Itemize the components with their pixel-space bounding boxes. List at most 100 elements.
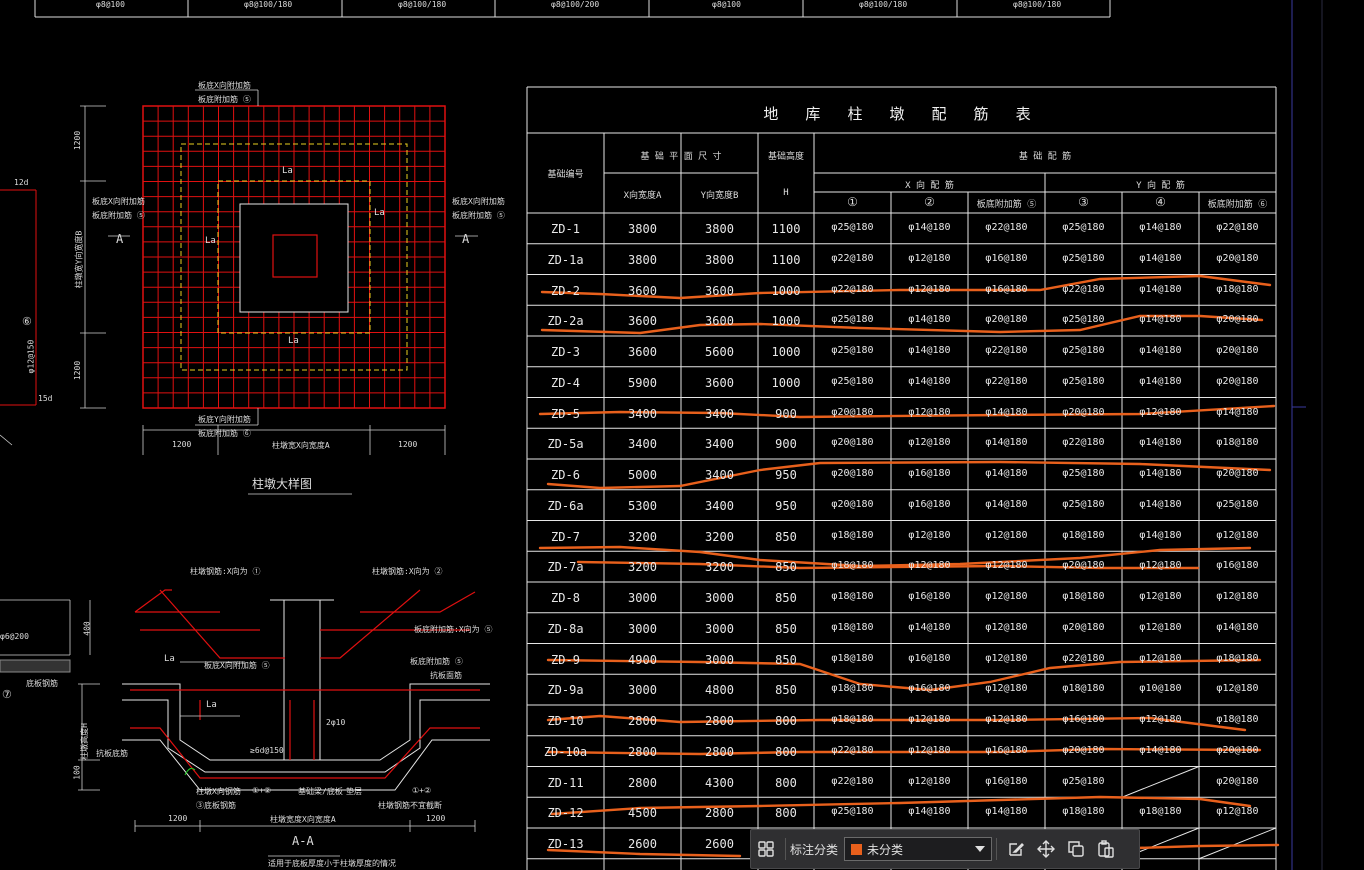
la-label: La xyxy=(282,166,293,176)
table-cell: φ25@180 xyxy=(1062,345,1105,356)
row-id-cell: ZD-7a xyxy=(547,560,584,575)
table-cell: φ20@180 xyxy=(1216,468,1259,479)
table-cell: 950 xyxy=(775,468,797,482)
row-id-cell: ZD-1 xyxy=(551,222,580,236)
la-label: La xyxy=(374,208,385,218)
table-cell: φ25@180 xyxy=(1062,468,1105,479)
section-note: 垫层 xyxy=(346,787,362,796)
table-cell: 3000 xyxy=(628,591,657,605)
section-spacing: 2φ10 xyxy=(326,718,346,727)
row-id-cell: ZD-5 xyxy=(551,406,580,421)
table-cell: 3400 xyxy=(705,437,734,452)
move-icon[interactable] xyxy=(1031,834,1061,864)
section-note: 板底附加筋 ⑤ xyxy=(410,657,463,666)
edit-icon[interactable] xyxy=(1001,834,1031,864)
table-cell: 1000 xyxy=(771,314,801,329)
table-cell: φ25@180 xyxy=(1216,498,1259,510)
table-cell: φ12@180 xyxy=(908,560,951,572)
row-id-cell: ZD-7 xyxy=(551,529,580,544)
section-subtitle: 适用于底板厚度小于柱墩厚度的情况 xyxy=(268,859,396,868)
header-col4: ③ xyxy=(1078,195,1089,209)
section-marker-left: ①+② xyxy=(252,786,272,795)
table-cell: 800 xyxy=(775,806,797,821)
table-cell: φ14@180 xyxy=(1139,222,1182,233)
table-cell: φ18@180 xyxy=(831,652,874,664)
left-label-15d: 15d xyxy=(38,394,53,403)
table-cell: 4800 xyxy=(705,683,734,698)
table-cell: 3200 xyxy=(705,560,734,575)
table-cell: φ12@180 xyxy=(985,683,1028,695)
table-cell: 1000 xyxy=(771,345,801,359)
strip-label: φ8@100 xyxy=(712,0,741,9)
paste-icon[interactable] xyxy=(1091,834,1121,864)
table-cell: φ12@180 xyxy=(908,252,951,264)
table-cell: 850 xyxy=(775,652,797,667)
section-note: 柱墩钢筋:X向为 ② xyxy=(372,567,443,576)
table-cell: φ25@180 xyxy=(1062,314,1105,326)
header-col3: 板底附加筋 ⑤ xyxy=(976,200,1037,210)
table-cell: 3600 xyxy=(705,314,734,329)
table-cell: φ12@180 xyxy=(908,744,951,756)
table-cell: φ18@180 xyxy=(1062,683,1105,695)
category-select[interactable]: 未分类 xyxy=(844,837,993,861)
markup-stroke xyxy=(546,460,1272,490)
table-cell: 850 xyxy=(775,621,797,636)
row-id-cell: ZD-9a xyxy=(547,683,584,698)
table-cell: 3000 xyxy=(705,652,734,667)
table-cell: 3400 xyxy=(628,406,657,421)
table-cell: φ16@180 xyxy=(1062,714,1105,725)
table-cell: φ14@180 xyxy=(908,375,951,387)
table-cell: 800 xyxy=(775,744,797,759)
table-cell: φ25@180 xyxy=(1062,375,1105,387)
markup-stroke xyxy=(546,714,1247,732)
dim-side-left: 1200 xyxy=(172,440,192,449)
table-cell: φ10@180 xyxy=(1139,683,1182,695)
header-x-width: X向宽度A xyxy=(623,191,662,201)
row-id-cell: ZD-12 xyxy=(547,806,584,821)
table-cell: 2600 xyxy=(705,837,734,851)
table-cell: φ20@180 xyxy=(831,437,874,449)
table-cell: φ14@180 xyxy=(985,806,1028,818)
strip-label: φ8@100/180 xyxy=(244,0,293,9)
table-cell: 2800 xyxy=(705,806,734,821)
toolbar-divider xyxy=(785,838,786,860)
dim-vertical-middle: 柱墩宽Y向宽度B xyxy=(74,230,84,289)
header-reinforcement: 基 础 配 筋 xyxy=(1018,152,1072,162)
table-cell: 5300 xyxy=(628,498,657,513)
row-id-cell: ZD-2a xyxy=(547,314,584,329)
header-id: 基础编号 xyxy=(547,170,584,180)
table-cell: φ12@180 xyxy=(985,621,1028,633)
left-label-12d: 12d xyxy=(14,178,29,187)
grid-icon[interactable] xyxy=(751,834,781,864)
table-cell: φ16@180 xyxy=(908,683,951,695)
table-cell: φ20@180 xyxy=(985,314,1028,326)
table-cell: φ14@180 xyxy=(985,498,1028,510)
table-cell: φ12@180 xyxy=(908,714,951,725)
category-selected-value: 未分类 xyxy=(867,842,904,857)
table-cell: φ12@180 xyxy=(908,406,951,418)
table-cell: φ12@180 xyxy=(908,283,951,295)
dim-bottom: 1200 xyxy=(73,360,83,381)
section-note: 柱墩钢筋:X向为 ① xyxy=(190,567,261,576)
chevron-down-icon xyxy=(975,846,986,852)
left-label-7: ⑦ xyxy=(2,688,12,701)
table-cell: 850 xyxy=(775,683,797,698)
table-cell: φ12@180 xyxy=(1139,406,1182,418)
left-label-phi2: φ6@200 xyxy=(0,632,29,641)
section-rebar-note: ≥6d@150 xyxy=(250,746,284,755)
table-cell: φ25@180 xyxy=(1062,498,1105,510)
table-cell: 1100 xyxy=(771,222,801,236)
table-cell: φ25@180 xyxy=(831,314,874,326)
copy-icon[interactable] xyxy=(1061,834,1091,864)
table-cell: φ12@180 xyxy=(985,714,1028,725)
table-cell: 5600 xyxy=(705,345,734,359)
table-cell: φ18@180 xyxy=(831,591,874,602)
plan-note-top2: 板底附加筋 ⑤ xyxy=(198,95,251,104)
table-cell: φ14@180 xyxy=(1216,621,1259,633)
table-cell: φ22@180 xyxy=(985,375,1028,387)
row-id-cell: ZD-3 xyxy=(551,345,580,359)
table-cell: 3000 xyxy=(628,621,657,636)
section-dim-right: 1200 xyxy=(426,814,446,823)
markup-stroke xyxy=(540,314,1264,335)
